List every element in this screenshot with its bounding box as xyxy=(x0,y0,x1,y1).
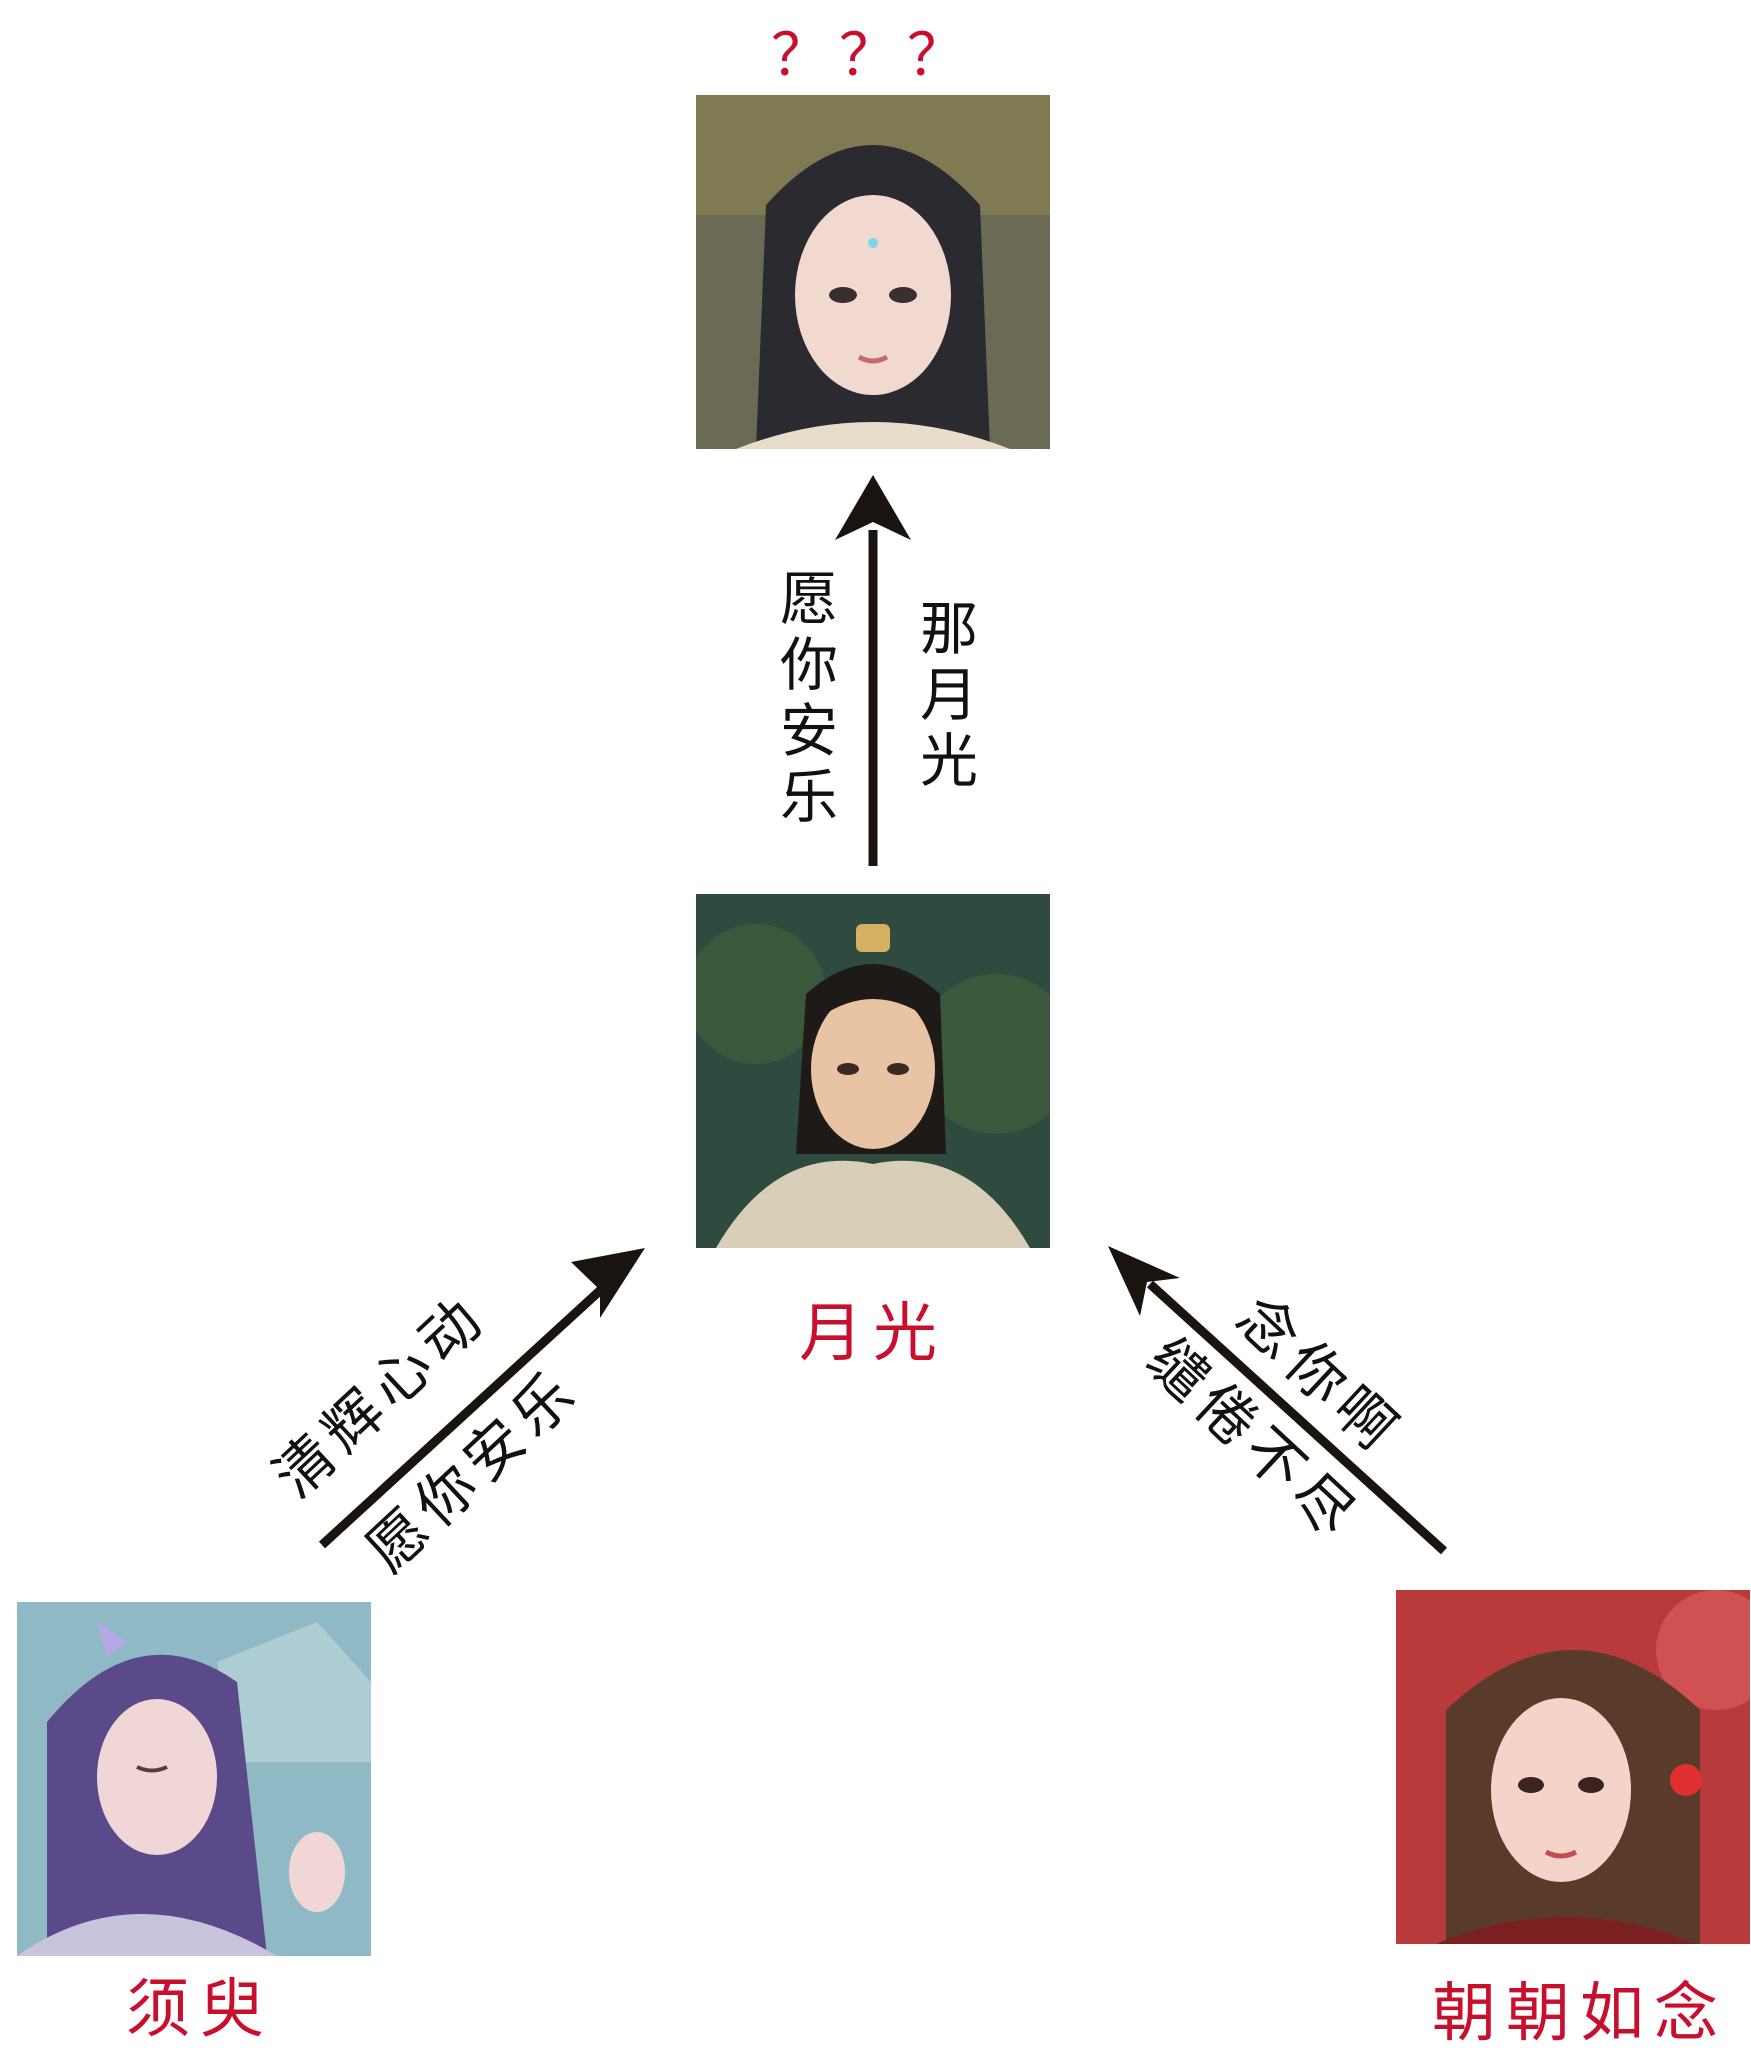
arrow-center-to-top xyxy=(835,475,911,866)
node-center-portrait xyxy=(696,894,1050,1248)
node-right-name: 朝朝如念 xyxy=(1432,1977,1728,2051)
arrow-right-to-center xyxy=(1108,1246,1448,1555)
node-top-name: ？？？ xyxy=(770,21,975,89)
node-left-name: 须臾 xyxy=(126,1973,274,2047)
woman-portrait-image xyxy=(696,95,1050,449)
node-left-portrait xyxy=(17,1602,371,1956)
edge-center-top-label-2: 那月光 xyxy=(910,598,978,796)
woman-portrait-image xyxy=(17,1602,371,1956)
node-center-name: 月光 xyxy=(799,1297,947,1371)
edge-center-top-label-1: 愿你安乐 xyxy=(770,568,838,832)
man-portrait-image xyxy=(696,894,1050,1248)
woman-portrait-image xyxy=(1396,1590,1750,1944)
node-top-portrait xyxy=(696,95,1050,449)
arrow-left-to-center xyxy=(318,1248,645,1549)
node-right-portrait xyxy=(1396,1590,1750,1944)
